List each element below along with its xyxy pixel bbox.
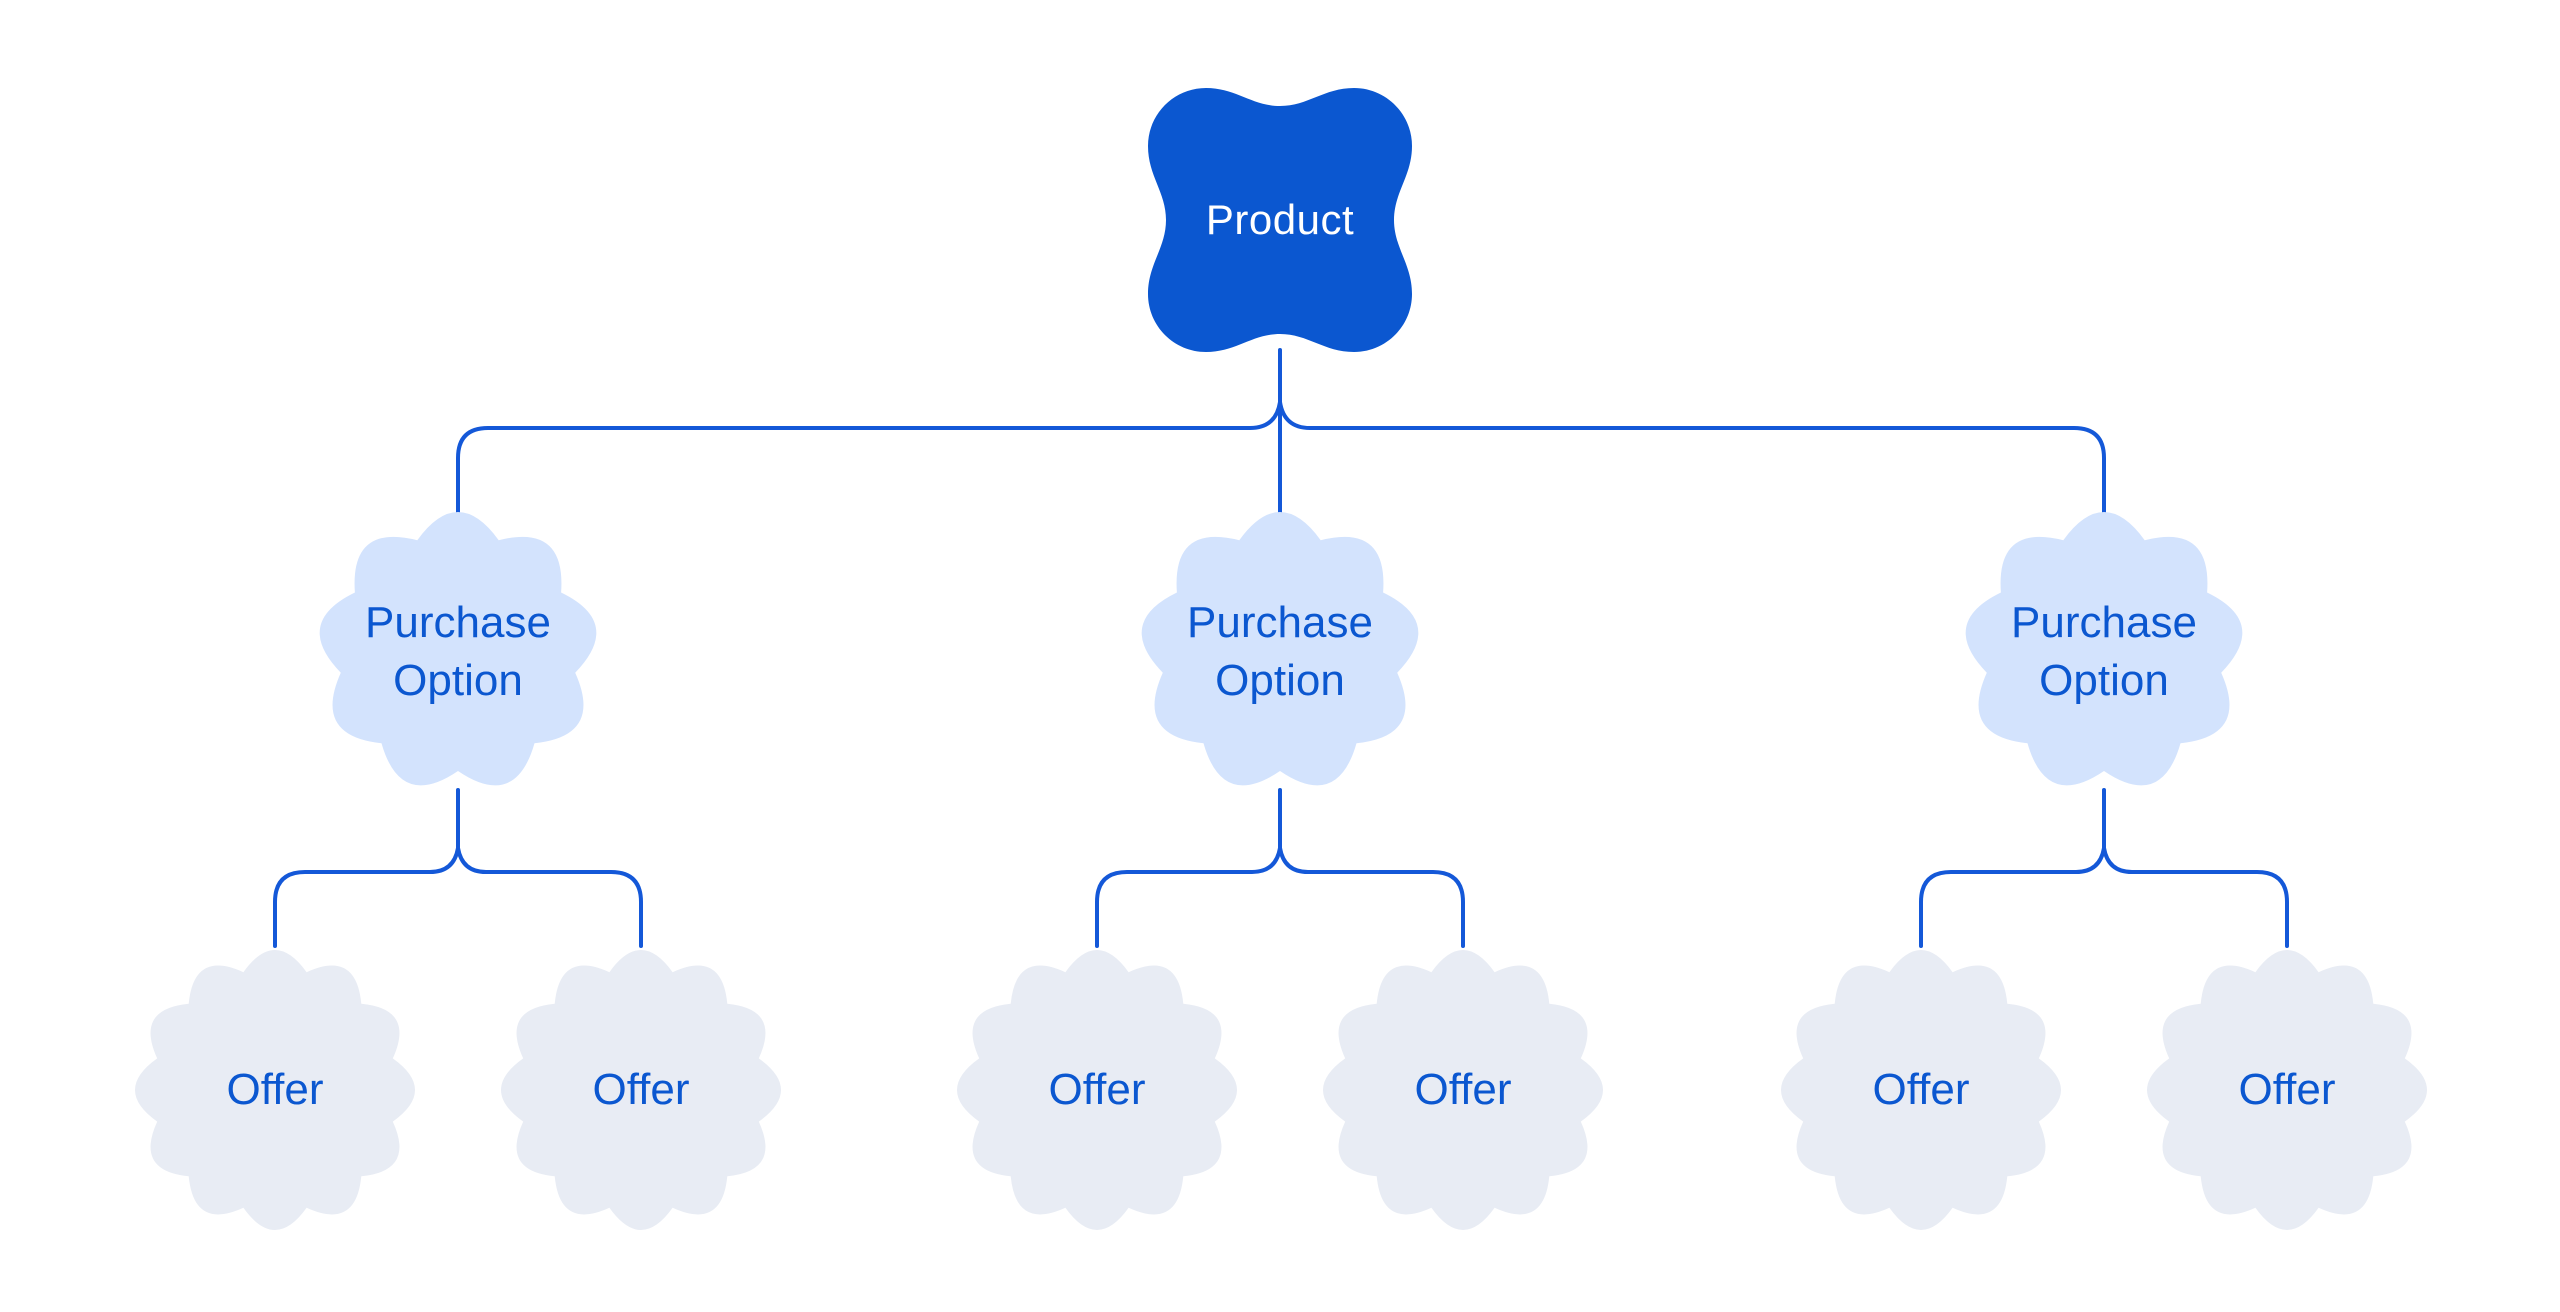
product-node-shape xyxy=(1148,88,1412,352)
connector-purchase-option-2-to-offers xyxy=(1095,788,1465,948)
purchase-option-1-node-shape xyxy=(319,512,597,786)
offer-node-4-shape xyxy=(1323,950,1603,1230)
connector-purchase-option-3-to-offers xyxy=(1919,788,2289,948)
offer-node-1-shape xyxy=(135,950,415,1230)
purchase-option-3-node-shape xyxy=(1965,512,2243,786)
purchase-option-2-node-shape xyxy=(1141,512,1419,786)
connector-product-to-purchase-options xyxy=(456,348,2106,516)
connector-lines xyxy=(273,348,2289,948)
offer-node-5-shape xyxy=(1781,950,2061,1230)
offer-node-3-shape xyxy=(957,950,1237,1230)
offer-node-2-shape xyxy=(501,950,781,1230)
connector-purchase-option-1-to-offers xyxy=(273,788,643,948)
offer-node-6-shape xyxy=(2147,950,2427,1230)
